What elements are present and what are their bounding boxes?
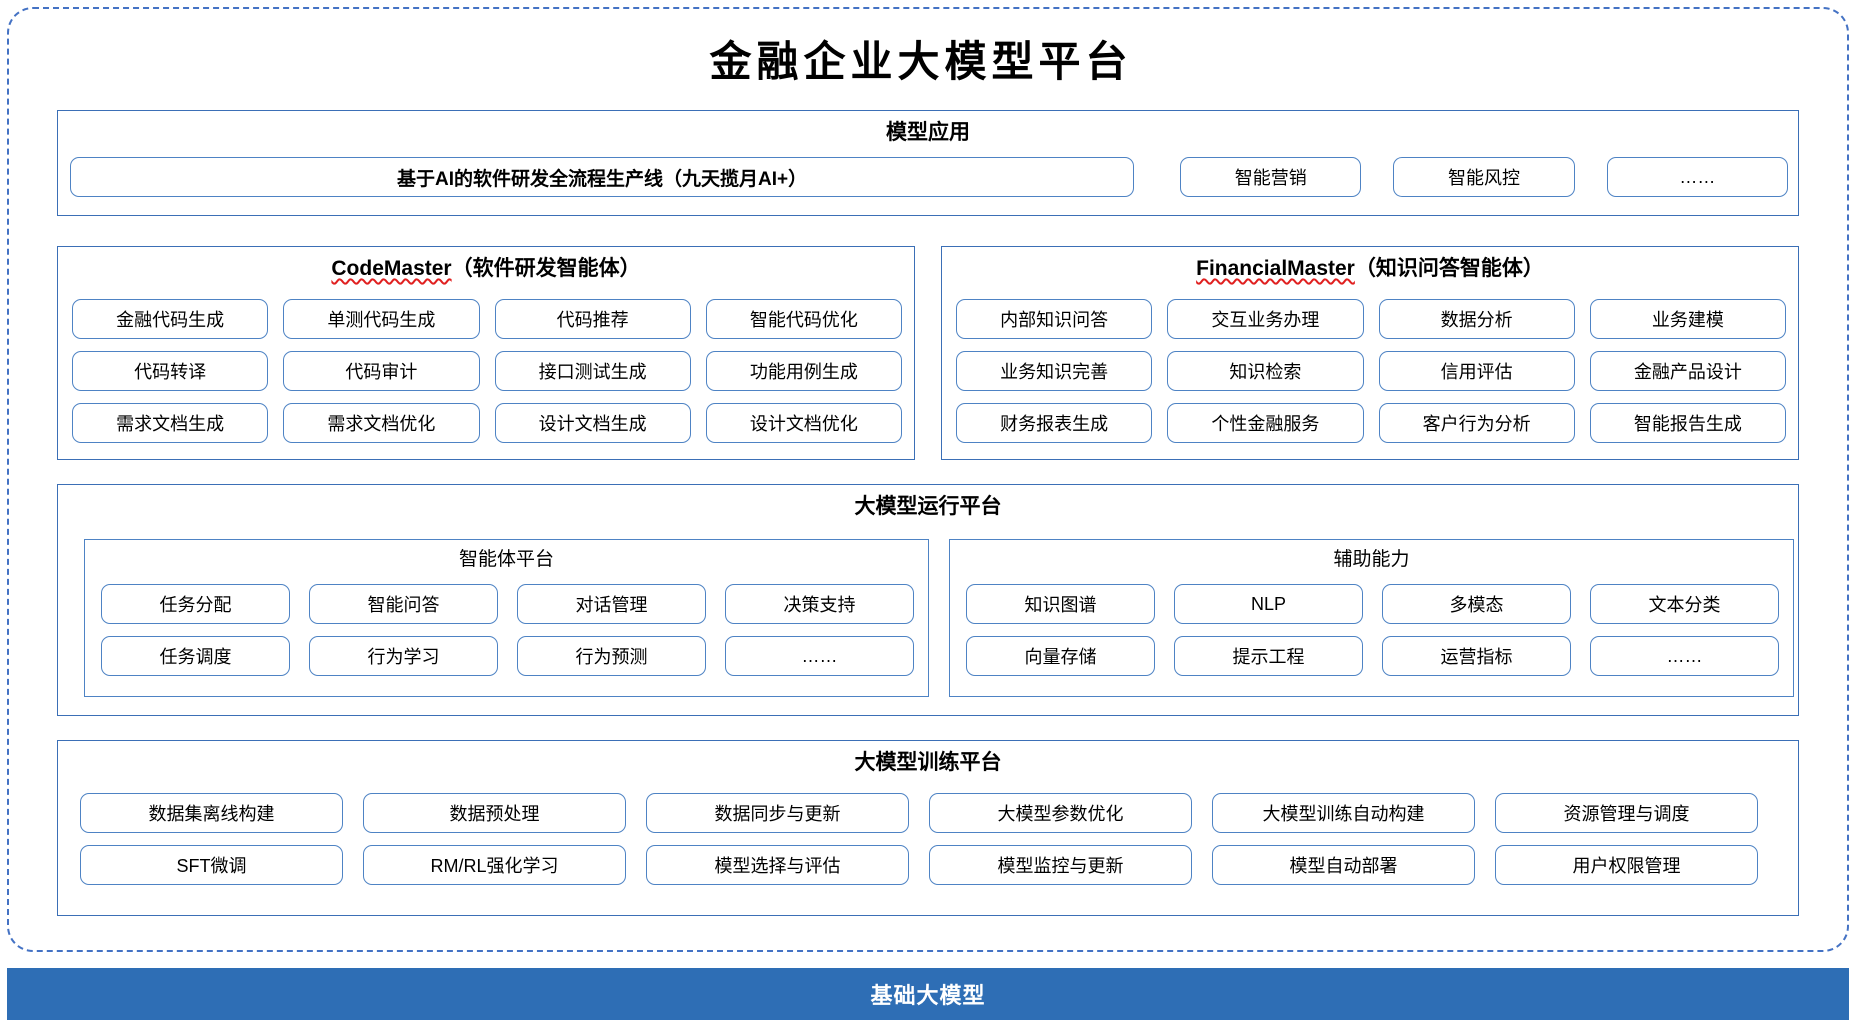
auxiliary-row-1: 知识图谱 NLP 多模态 文本分类 (966, 584, 1779, 624)
chip-prompt-engineering[interactable]: 提示工程 (1174, 636, 1363, 676)
training-row-1: 数据集离线构建 数据预处理 数据同步与更新 大模型参数优化 大模型训练自动构建 … (80, 793, 1778, 833)
section-title-training-platform: 大模型训练平台 (854, 751, 1002, 774)
chip-data-preprocessing[interactable]: 数据预处理 (363, 793, 626, 833)
subsection-title-agent-platform: 智能体平台 (458, 549, 554, 570)
chip-model-application-more[interactable]: …… (1606, 157, 1788, 197)
chip-customer-behavior-analysis[interactable]: 客户行为分析 (1378, 403, 1575, 443)
auxiliary-capability-grid: 知识图谱 NLP 多模态 文本分类 向量存储 提示工程 运营指标 …… (966, 584, 1779, 676)
codemaster-row-2: 代码转译 代码审计 接口测试生成 功能用例生成 (72, 351, 902, 391)
chip-ai-software-pipeline[interactable]: 基于AI的软件研发全流程生产线（九天揽月AI+） (70, 157, 1135, 197)
chip-functional-use-case-generation[interactable]: 功能用例生成 (705, 351, 902, 391)
financialmaster-capability-grid: 内部知识问答 交互业务办理 数据分析 业务建模 业务知识完善 知识检索 信用评估… (956, 299, 1786, 443)
chip-internal-knowledge-qa[interactable]: 内部知识问答 (956, 299, 1153, 339)
chip-agent-platform-more[interactable]: …… (725, 636, 914, 676)
chip-knowledge-graph[interactable]: 知识图谱 (966, 584, 1155, 624)
subsection-title-auxiliary-capability: 辅助能力 (1333, 549, 1410, 570)
chip-interactive-business-handling[interactable]: 交互业务办理 (1167, 299, 1364, 339)
chip-requirement-doc-optimization[interactable]: 需求文档优化 (283, 403, 480, 443)
model-application-items: 基于AI的软件研发全流程生产线（九天揽月AI+） 智能营销 智能风控 …… (70, 157, 1788, 197)
chip-auxiliary-more[interactable]: …… (1590, 636, 1779, 676)
chip-task-scheduling[interactable]: 任务调度 (101, 636, 290, 676)
chip-data-analysis[interactable]: 数据分析 (1378, 299, 1575, 339)
chip-personalized-financial-service[interactable]: 个性金融服务 (1167, 403, 1364, 443)
section-title-financialmaster: FinancialMaster（知识问答智能体） (942, 247, 1798, 279)
chip-operation-metrics[interactable]: 运营指标 (1382, 636, 1571, 676)
section-title-runtime-platform: 大模型运行平台 (854, 495, 1002, 518)
subsection-auxiliary-capability: 辅助能力 知识图谱 NLP 多模态 文本分类 向量存储 提示工程 运营指标 …… (949, 539, 1794, 697)
chip-behavior-learning[interactable]: 行为学习 (309, 636, 498, 676)
codemaster-row-3: 需求文档生成 需求文档优化 设计文档生成 设计文档优化 (72, 403, 902, 443)
chip-vector-storage[interactable]: 向量存储 (966, 636, 1155, 676)
section-title-model-application: 模型应用 (886, 121, 970, 144)
chip-knowledge-retrieval[interactable]: 知识检索 (1167, 351, 1364, 391)
chip-intelligent-risk-control[interactable]: 智能风控 (1393, 157, 1575, 197)
page-title: 金融企业大模型平台 (709, 40, 1133, 86)
financialmaster-row-3: 财务报表生成 个性金融服务 客户行为分析 智能报告生成 (956, 403, 1786, 443)
chip-design-doc-generation[interactable]: 设计文档生成 (494, 403, 691, 443)
chip-code-translation[interactable]: 代码转译 (72, 351, 269, 391)
codemaster-row-1: 金融代码生成 单测代码生成 代码推荐 智能代码优化 (72, 299, 902, 339)
financialmaster-row-2: 业务知识完善 知识检索 信用评估 金融产品设计 (956, 351, 1786, 391)
agent-platform-grid: 任务分配 智能问答 对话管理 决策支持 任务调度 行为学习 行为预测 …… (101, 584, 914, 676)
chip-financial-statement-generation[interactable]: 财务报表生成 (956, 403, 1153, 443)
section-financialmaster: FinancialMaster（知识问答智能体） 内部知识问答 交互业务办理 数… (941, 246, 1799, 460)
section-title-codemaster: CodeMaster（软件研发智能体） (58, 247, 914, 279)
chip-design-doc-optimization[interactable]: 设计文档优化 (705, 403, 902, 443)
agent-platform-row-1: 任务分配 智能问答 对话管理 决策支持 (101, 584, 914, 624)
chip-model-parameter-optimization[interactable]: 大模型参数优化 (929, 793, 1192, 833)
training-row-2: SFT微调 RM/RL强化学习 模型选择与评估 模型监控与更新 模型自动部署 用… (80, 845, 1778, 885)
chip-data-sync-and-update[interactable]: 数据同步与更新 (646, 793, 909, 833)
subsection-agent-platform: 智能体平台 任务分配 智能问答 对话管理 决策支持 任务调度 行为学习 行为预测… (84, 539, 929, 697)
financialmaster-suffix: （知识问答智能体） (1354, 257, 1544, 280)
chip-credit-evaluation[interactable]: 信用评估 (1378, 351, 1575, 391)
chip-task-allocation[interactable]: 任务分配 (101, 584, 290, 624)
section-runtime-platform: 大模型运行平台 智能体平台 任务分配 智能问答 对话管理 决策支持 任务调度 行… (57, 484, 1799, 716)
chip-unit-test-code-generation[interactable]: 单测代码生成 (283, 299, 480, 339)
chip-code-audit[interactable]: 代码审计 (283, 351, 480, 391)
chip-resource-management-scheduling[interactable]: 资源管理与调度 (1495, 793, 1758, 833)
chip-rm-rl-reinforcement-learning[interactable]: RM/RL强化学习 (363, 845, 626, 885)
section-model-application: 模型应用 基于AI的软件研发全流程生产线（九天揽月AI+） 智能营销 智能风控 … (57, 110, 1799, 216)
auxiliary-row-2: 向量存储 提示工程 运营指标 …… (966, 636, 1779, 676)
chip-interface-test-generation[interactable]: 接口测试生成 (494, 351, 691, 391)
training-platform-grid: 数据集离线构建 数据预处理 数据同步与更新 大模型参数优化 大模型训练自动构建 … (80, 793, 1778, 885)
foundation-model-bar: 基础大模型 (7, 968, 1849, 1020)
chip-financial-product-design[interactable]: 金融产品设计 (1589, 351, 1786, 391)
chip-model-auto-deployment[interactable]: 模型自动部署 (1212, 845, 1475, 885)
chip-decision-support[interactable]: 决策支持 (725, 584, 914, 624)
chip-requirement-doc-generation[interactable]: 需求文档生成 (72, 403, 269, 443)
chip-intelligent-marketing[interactable]: 智能营销 (1180, 157, 1362, 197)
chip-intelligent-qa[interactable]: 智能问答 (309, 584, 498, 624)
chip-code-recommendation[interactable]: 代码推荐 (494, 299, 691, 339)
chip-multimodal[interactable]: 多模态 (1382, 584, 1571, 624)
section-training-platform: 大模型训练平台 数据集离线构建 数据预处理 数据同步与更新 大模型参数优化 大模… (57, 740, 1799, 916)
chip-nlp[interactable]: NLP (1174, 584, 1363, 624)
chip-dialogue-management[interactable]: 对话管理 (517, 584, 706, 624)
chip-sft-finetuning[interactable]: SFT微调 (80, 845, 343, 885)
chip-model-selection-evaluation[interactable]: 模型选择与评估 (646, 845, 909, 885)
foundation-model-label: 基础大模型 (870, 983, 986, 1008)
chip-training-auto-construction[interactable]: 大模型训练自动构建 (1212, 793, 1475, 833)
agent-platform-row-2: 任务调度 行为学习 行为预测 …… (101, 636, 914, 676)
chip-business-modeling[interactable]: 业务建模 (1589, 299, 1786, 339)
codemaster-name: CodeMaster (331, 257, 452, 280)
chip-behavior-prediction[interactable]: 行为预测 (517, 636, 706, 676)
chip-business-knowledge-improvement[interactable]: 业务知识完善 (956, 351, 1153, 391)
chip-intelligent-report-generation[interactable]: 智能报告生成 (1589, 403, 1786, 443)
chip-intelligent-code-optimization[interactable]: 智能代码优化 (705, 299, 902, 339)
financialmaster-name: FinancialMaster (1196, 257, 1355, 280)
chip-dataset-offline-construction[interactable]: 数据集离线构建 (80, 793, 343, 833)
codemaster-capability-grid: 金融代码生成 单测代码生成 代码推荐 智能代码优化 代码转译 代码审计 接口测试… (72, 299, 902, 443)
chip-user-permission-management[interactable]: 用户权限管理 (1495, 845, 1758, 885)
codemaster-suffix: （软件研发智能体） (451, 257, 641, 280)
chip-financial-code-generation[interactable]: 金融代码生成 (72, 299, 269, 339)
chip-model-monitoring-update[interactable]: 模型监控与更新 (929, 845, 1192, 885)
section-codemaster: CodeMaster（软件研发智能体） 金融代码生成 单测代码生成 代码推荐 智… (57, 246, 915, 460)
financialmaster-row-1: 内部知识问答 交互业务办理 数据分析 业务建模 (956, 299, 1786, 339)
chip-text-classification[interactable]: 文本分类 (1590, 584, 1779, 624)
